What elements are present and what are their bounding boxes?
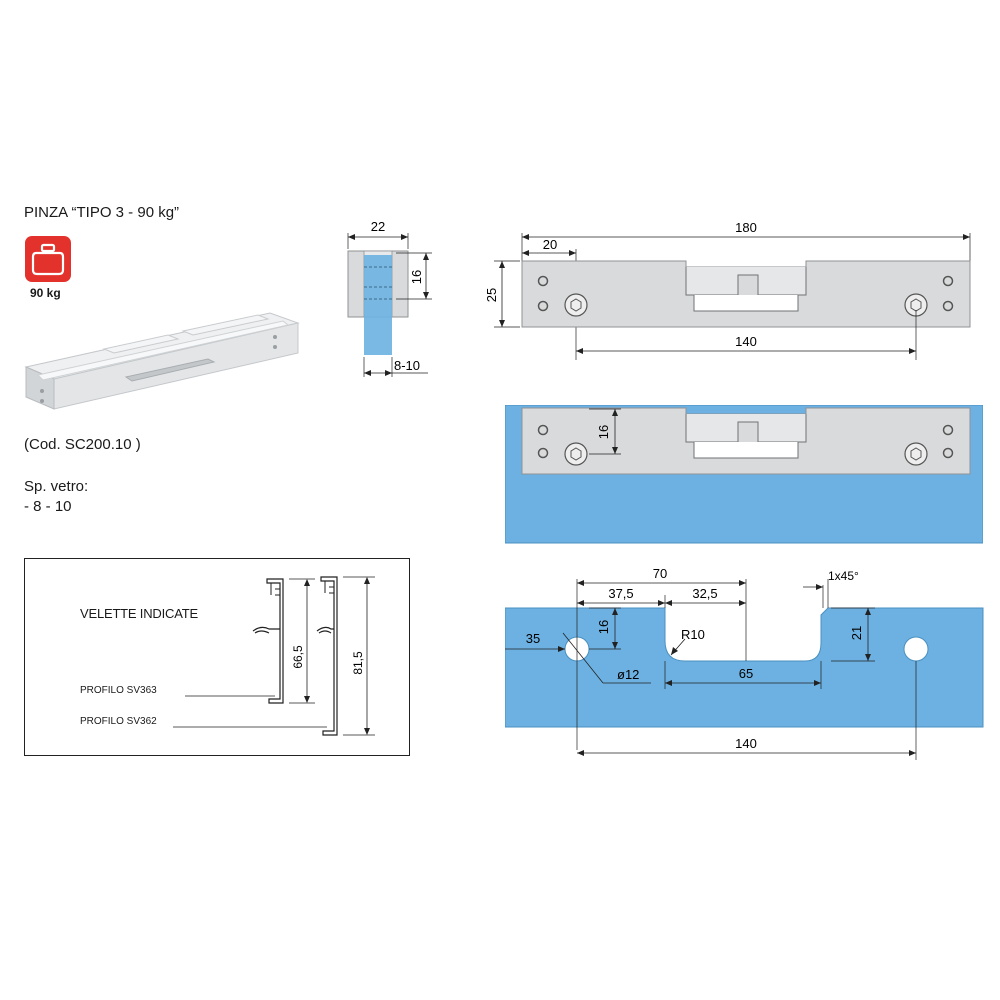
front-hole-spacing-label: 140 <box>735 334 757 349</box>
notch-depth-label: 21 <box>849 626 864 640</box>
radius-label: R10 <box>681 627 705 642</box>
hole-diameter-label: ø12 <box>617 667 639 682</box>
notch-width-label: 65 <box>739 666 753 681</box>
glass-thickness-values: - 8 - 10 <box>24 498 72 515</box>
hole-to-notch-label: 37,5 <box>608 586 633 601</box>
weight-icon <box>31 243 65 276</box>
front-height-label: 25 <box>484 288 499 302</box>
notch-half-label: 32,5 <box>692 586 717 601</box>
front-offset-label: 20 <box>543 237 557 252</box>
side-width-label: 22 <box>371 219 385 234</box>
side-height-label: 16 <box>409 270 424 284</box>
profile-sv362-label: PROFILO SV362 <box>80 716 157 727</box>
mounted-view-drawing: 16 <box>505 405 983 544</box>
hole-x-label: 35 <box>526 631 540 646</box>
profiles-panel: VELETTE INDICATE PROFILO SV363 PROFILO S… <box>24 558 410 756</box>
profile-sv362-height: 81,5 <box>351 651 365 675</box>
product-illustration <box>24 312 300 410</box>
profile-sv363-height: 66,5 <box>291 645 305 669</box>
product-code: (Cod. SC200.10 ) <box>24 436 141 453</box>
profiles-heading: VELETTE INDICATE <box>80 606 198 621</box>
mounted-depth-label: 16 <box>596 425 611 439</box>
notch-offset-label: 70 <box>653 566 667 581</box>
glass-hole-spacing-label: 140 <box>735 736 757 751</box>
front-length-label: 180 <box>735 220 757 235</box>
weight-badge <box>25 236 71 282</box>
front-view-drawing: 180 20 25 140 <box>484 220 971 360</box>
product-title: PINZA “TIPO 3 - 90 kg” <box>24 204 180 221</box>
profiles-drawing: 66,5 81,5 <box>173 576 375 736</box>
side-view-drawing: 22 16 8-10 <box>347 219 432 377</box>
chamfer-label: 1x45° <box>828 569 859 583</box>
hole-y-label: 16 <box>596 620 611 634</box>
glass-cut-drawing: 70 37,5 32,5 1x45° 16 35 ø12 R10 21 65 1… <box>505 566 984 760</box>
weight-label: 90 kg <box>30 286 61 300</box>
profile-sv363-label: PROFILO SV363 <box>80 685 157 696</box>
glass-thickness-label: Sp. vetro: <box>24 478 89 495</box>
side-glass-label: 8-10 <box>394 358 420 373</box>
